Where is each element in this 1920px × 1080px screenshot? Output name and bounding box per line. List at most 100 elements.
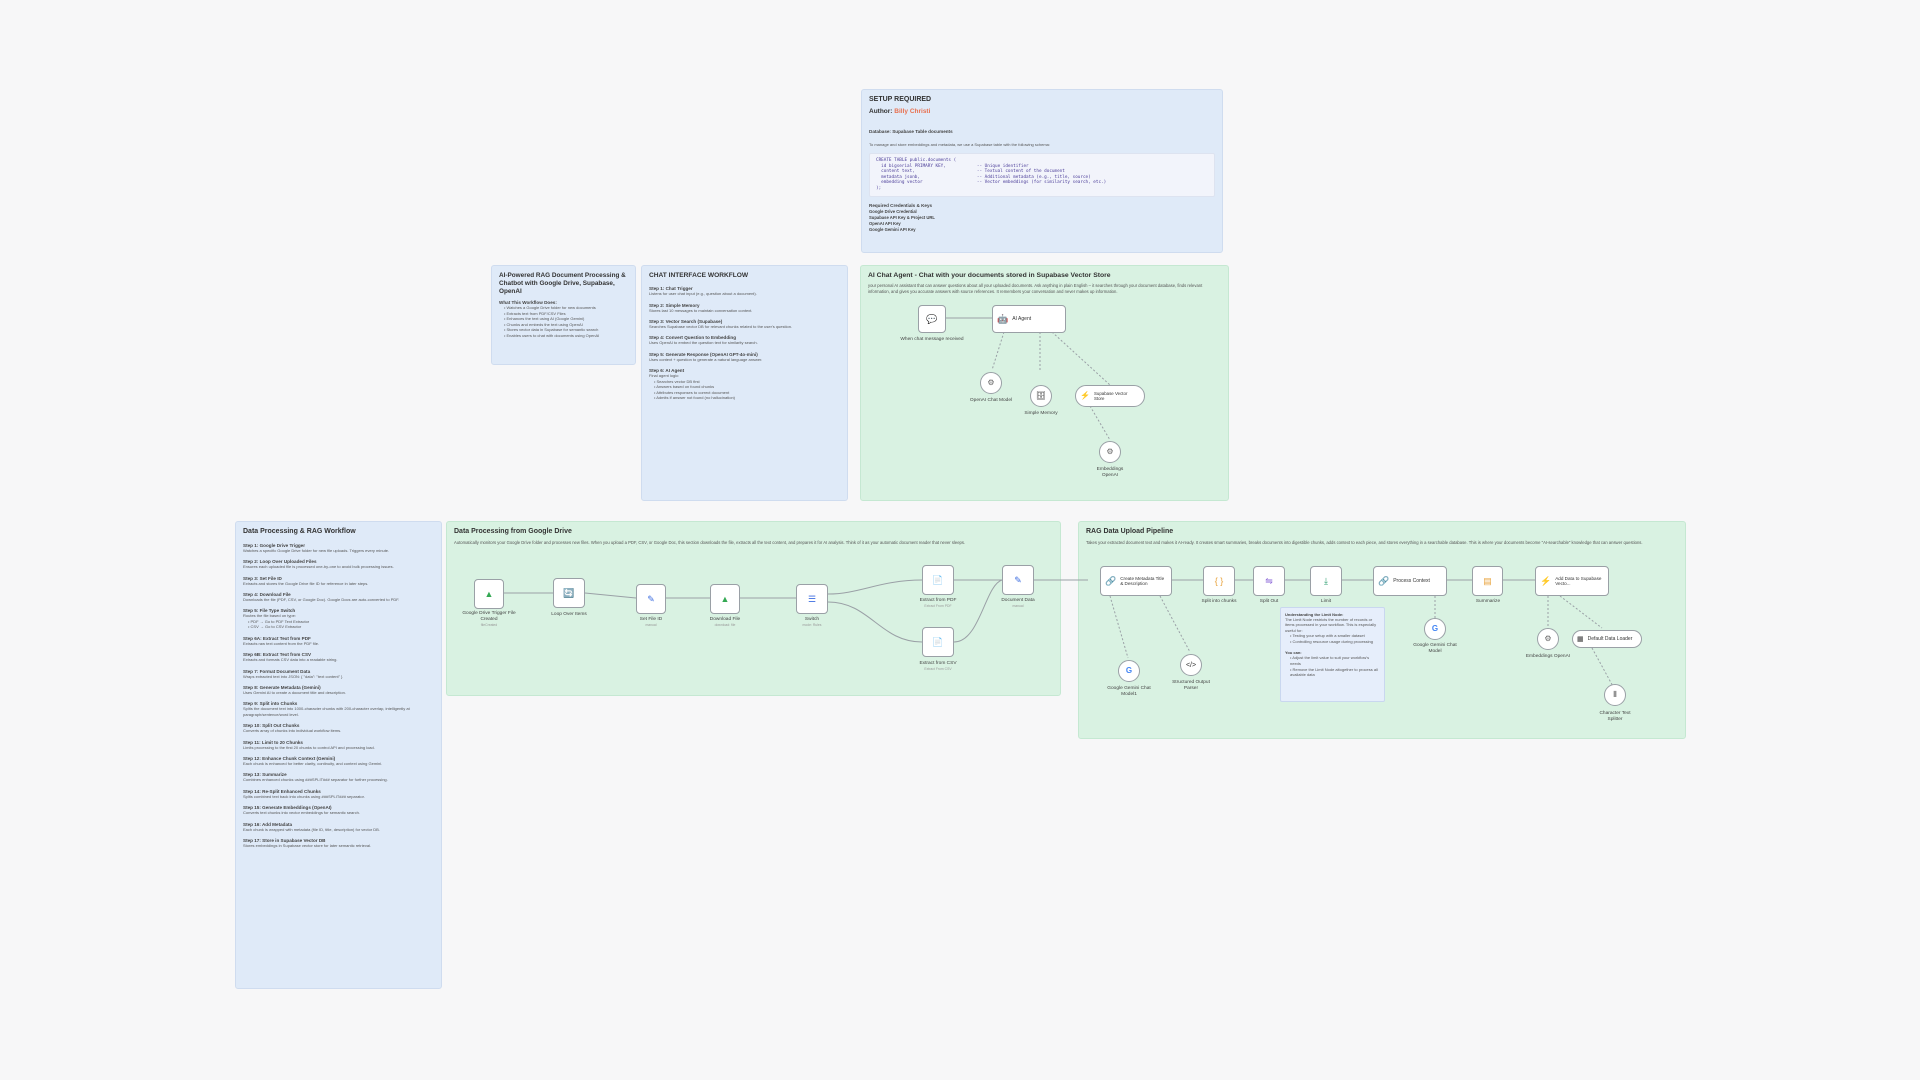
document-data-sub: manual [1012,603,1024,608]
chat-step-heading: Step 3: Vector Search (Supabase) [649,319,723,325]
limit-sticky-c2: • Remove the Limit Node altogether to pr… [1290,666,1378,678]
simple-memory-label: Simple Memory [1024,411,1058,416]
google-icon: G [1125,666,1133,675]
link-icon: 🔗 [1378,575,1390,586]
overview-item: • Extracts text from PDF/CSV Files [504,310,566,316]
embeddings-openai-node[interactable]: ⚙ [1099,441,1121,463]
overview-note[interactable]: AI-Powered RAG Document Processing & Cha… [491,265,636,365]
limit-sticky-b2: • Controlling resource usage during proc… [1290,638,1374,644]
chat-step-desc: Listens for user chat input (e.g., quest… [649,291,757,297]
download-file-node[interactable]: ▲ [710,584,740,614]
limit-sticky-note[interactable]: Understanding the Limit Node: The Limit … [1280,607,1385,702]
switch-sub: mode: Rules [802,622,822,627]
embeddings-openai2-label: Embeddings OpenAI [1525,654,1571,659]
chat-trigger-node[interactable]: 💬 [918,305,946,333]
openai-icon: ⚙ [1544,634,1552,643]
switch-node[interactable]: ☰ [796,584,828,614]
chat-step-heading: Step 4: Convert Question to Embedding [649,335,737,341]
database-icon: 🗄 [1035,391,1047,400]
download-file-text: Download File [709,617,741,622]
rag-step-heading: Step 8: Generate Metadata (Gemini) [243,685,321,691]
summarize-icon: ▤ [1483,575,1492,586]
extract-csv-sub: Extract From CSV [924,666,952,671]
extract-csv-label: Extract from CSV Extract From CSV [903,661,973,671]
structured-parser-label: Structured Output Parser [1172,680,1210,691]
overview-what-heading: What This Workflow Does: [499,300,557,305]
process-context-label: Process Context [1393,578,1430,584]
cred-item: Supabase API Key & Project URL [869,214,935,220]
pencil-icon: ✎ [647,593,655,604]
set-file-id-node[interactable]: ✎ [636,584,666,614]
rag-step-desc: Uses Gemini AI to create a document titl… [243,690,346,696]
chat-bubble-icon: 💬 [926,313,938,324]
rag-step-heading: Step 5: File Type Switch [243,608,296,614]
rag-step-desc: Watches a specific Google Drive folder f… [243,547,390,553]
switch-text: Switch [804,617,820,622]
gdrive-processing-note[interactable]: Data Processing from Google Drive Automa… [446,521,1061,696]
google-drive-icon: ▲ [720,593,730,604]
extract-pdf-node[interactable]: 📄 [922,565,954,595]
setup-title: SETUP REQUIRED [869,96,932,103]
extract-csv-node[interactable]: 📄 [922,627,954,657]
split-chunks-node[interactable]: { } [1203,566,1235,596]
split-out-label: Split Out [1259,599,1279,604]
limit-sticky-h1: Understanding the Limit Node: [1285,612,1344,617]
db-heading: Database: Supabase Table documents [869,128,953,134]
sql-code-block: CREATE TABLE public.documents ( id bigse… [869,153,1215,197]
gemini-model-node[interactable]: G [1424,618,1446,640]
supabase-vector-node[interactable]: ⚡ Supabase Vector Store [1075,385,1145,407]
document-data-node[interactable]: ✎ [1002,565,1034,595]
rag-step-heading: Step 11: Limit to 20 Chunks [243,739,303,745]
openai-chat-model-node[interactable]: ⚙ [980,372,1002,394]
chat-step-heading: Step 2: Simple Memory [649,302,700,308]
switch-label: Switch mode: Rules [777,617,847,627]
overview-title: AI-Powered RAG Document Processing & Cha… [499,272,626,295]
rag-step-desc: Extracts and formats CSV data into a rea… [243,657,338,663]
chat-agent-note[interactable]: AI Chat Agent - Chat with your documents… [860,265,1229,501]
rag-step-heading: Step 3: Set File ID [243,575,282,581]
openai-icon: ⚙ [987,378,995,387]
chat-agent-item: • Attributes responses to correct docume… [654,389,730,395]
rag-step-item: • PDF → Go to PDF Text Extractor [248,618,310,624]
structured-parser-node[interactable]: </> [1180,654,1202,676]
chat-agent-title: AI Chat Agent - Chat with your documents… [868,272,1111,279]
loop-icon: 🔄 [563,587,575,598]
process-context-node[interactable]: 🔗 Process Context [1373,566,1447,596]
rag-step-heading: Step 6A: Extract Text from PDF [243,635,311,641]
simple-memory-node[interactable]: 🗄 [1030,385,1052,407]
gdrive-title: Data Processing from Google Drive [454,528,572,535]
google-drive-icon: ▲ [484,588,494,599]
rag-step-heading: Step 7: Format Document Data [243,668,311,674]
rag-step-heading: Step 10: Split Out Chunks [243,723,300,729]
chat-trigger-label: When chat message received [900,337,964,342]
chat-workflow-title: CHAT INTERFACE WORKFLOW [649,272,749,279]
supabase-vector-label: Supabase Vector Store [1093,391,1128,401]
gdrive-trigger-node[interactable]: ▲ [474,579,504,609]
ai-agent-node[interactable]: 🤖 AI Agent [992,305,1066,333]
overview-item: • Stores vector data in Supabase for sem… [504,327,599,333]
splitter-icon: ⦀ [1613,690,1617,699]
openai-icon: ⚙ [1106,447,1114,456]
cred-item: Google Drive Credential [869,208,917,214]
rag-step-desc: Ensures each uploaded file is processed … [243,564,394,570]
create-metadata-node[interactable]: 🔗 Create Metadata Title & Description [1100,566,1172,596]
chat-workflow-note[interactable]: CHAT INTERFACE WORKFLOW Step 1: Chat Tri… [641,265,848,501]
rag-step-desc: Each chunk is enhanced for better clarit… [243,761,383,767]
setup-note[interactable]: SETUP REQUIRED Author: Billy Christi Dat… [861,89,1223,253]
overview-item: • Enables users to chat with documents u… [504,332,600,338]
char-splitter-node[interactable]: ⦀ [1604,684,1626,706]
loop-over-items-node[interactable]: 🔄 [553,578,585,608]
summarize-node[interactable]: ▤ [1472,566,1503,596]
gemini-model1-node[interactable]: G [1118,660,1140,682]
rag-steps-note[interactable]: Data Processing & RAG Workflow Step 1: G… [235,521,442,989]
rag-step-desc: Splits the document text into 1000-chara… [243,706,410,717]
chat-step-desc: Stores last 10 messages to maintain conv… [649,307,753,313]
file-icon: ▦ [1577,635,1584,643]
limit-node[interactable]: ⤓ [1310,566,1342,596]
embeddings-openai2-node[interactable]: ⚙ [1537,628,1559,650]
chat-step-desc: Final agent logic: [649,373,680,379]
add-data-supabase-node[interactable]: ⚡ Add Data to Supabase Vecto... [1535,566,1609,596]
split-out-node[interactable]: ⇋ [1253,566,1285,596]
default-data-loader-node[interactable]: ▦ Default Data Loader [1572,630,1642,648]
